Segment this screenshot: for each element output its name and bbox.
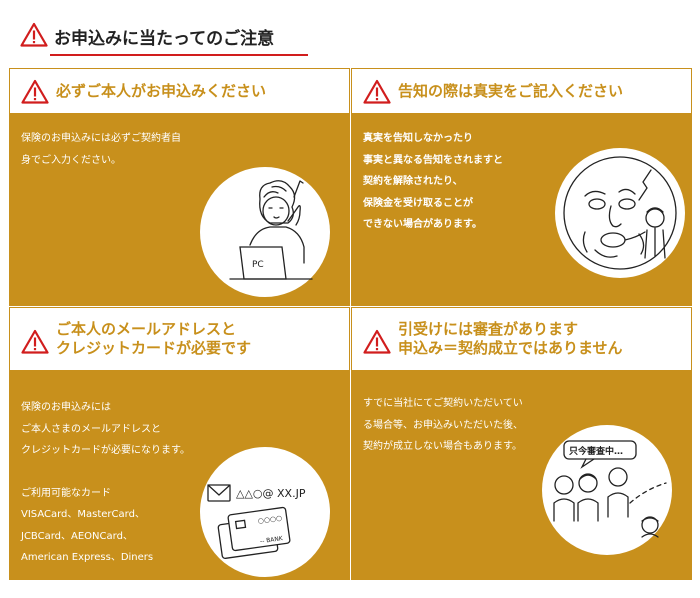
body-line: 真実を告知しなかったり <box>363 133 473 144</box>
body-line: 保険金を受け取ることが <box>363 197 473 209</box>
panel-title-line: クレジットカードが必要です <box>56 339 252 357</box>
page-title: お申込みに当たってのご注意 <box>54 29 275 49</box>
panel-title: 必ずご本人がお申込みください <box>56 82 267 100</box>
panel-header: 告知の際は真実をご記入ください <box>351 68 692 114</box>
panel-title: ご本人のメールアドレスと クレジットカードが必要です <box>56 320 251 358</box>
panel-truthful-disclosure: 告知の際は真実をご記入ください 真実を告知しなかったり 事実と異なる告知をされま… <box>351 68 692 306</box>
warning-icon <box>21 329 49 355</box>
panel-email-and-card: ご本人のメールアドレスと クレジットカードが必要です 保険のお申込みには ご本人… <box>9 307 350 580</box>
panel-self-application: 必ずご本人がお申込みください 保険のお申込みには必ずご契約者自 身でご入力くださ… <box>9 68 350 306</box>
title-underline <box>50 54 308 56</box>
panel-body: 保険のお申込みには ご本人さまのメールアドレスと クレジットカードが必要になりま… <box>21 397 190 569</box>
mouth-of-truth-icon <box>555 148 685 278</box>
person-at-laptop-icon: PC <box>200 167 330 297</box>
body-line: 契約が成立しない場合もあります。 <box>363 441 522 452</box>
panel-title-line: 引受けには審査があります <box>398 320 579 338</box>
panel-header: ご本人のメールアドレスと クレジットカードが必要です <box>9 307 350 371</box>
cards-heading: ご利用可能なカード <box>21 487 111 499</box>
people-reviewing-icon: 只今審査中… <box>542 425 672 555</box>
card-list-line: American Express、Diners <box>21 552 154 563</box>
page-header: お申込みに当たってのご注意 <box>0 0 700 68</box>
panel-header: 引受けには審査があります 申込み＝契約成立ではありません <box>351 307 692 371</box>
card-list-line: JCBCard、AEONCard、 <box>21 530 133 542</box>
body-line: 保険のお申込みには必ずご契約者自 <box>21 133 181 144</box>
panel-body: 保険のお申込みには必ずご契約者自 身でご入力ください。 <box>21 128 181 171</box>
body-line: クレジットカードが必要になります。 <box>21 445 190 456</box>
panel-title-line: 申込み＝契約成立ではありません <box>398 339 623 357</box>
card-list-line: VISACard、MasterCard、 <box>21 509 145 520</box>
laptop-label: PC <box>252 260 264 270</box>
panel-title-line: ご本人のメールアドレスと <box>56 320 237 338</box>
card-name-text: -- BANK <box>260 535 285 545</box>
panel-title: 引受けには審査があります 申込み＝契約成立ではありません <box>398 320 623 358</box>
panel-body: 真実を告知しなかったり 事実と異なる告知をされますと 契約を解除されたり、 保険… <box>363 128 503 236</box>
body-line: 保険のお申込みには <box>21 402 111 413</box>
body-line: ご本人さまのメールアドレスと <box>21 423 161 435</box>
body-line: 事実と異なる告知をされますと <box>363 154 503 166</box>
panel-body: すでに当社にてご契約いただいてい る場合等、お申込みいただいた後、 契約が成立し… <box>363 393 523 458</box>
card-number-text: ○○○○ <box>257 514 282 525</box>
warning-icon <box>20 22 48 48</box>
mail-and-credit-card-icon: △△○@ XX.JP ○○○○ -- BANK <box>200 447 330 577</box>
body-line: 身でご入力ください。 <box>21 154 121 166</box>
email-text: △△○@ XX.JP <box>236 487 306 500</box>
body-line: 契約を解除されたり、 <box>363 176 463 187</box>
speech-bubble-text: 只今審査中… <box>569 445 623 457</box>
panel-title: 告知の際は真実をご記入ください <box>398 82 624 100</box>
warning-icon <box>21 79 49 105</box>
body-line: る場合等、お申込みいただいた後、 <box>363 419 523 431</box>
panel-underwriting-review: 引受けには審査があります 申込み＝契約成立ではありません すでに当社にてご契約い… <box>351 307 692 580</box>
panel-header: 必ずご本人がお申込みください <box>9 68 350 114</box>
warning-icon <box>363 79 391 105</box>
body-line: できない場合があります。 <box>363 219 482 230</box>
warning-icon <box>363 329 391 355</box>
body-line: すでに当社にてご契約いただいてい <box>363 398 523 409</box>
